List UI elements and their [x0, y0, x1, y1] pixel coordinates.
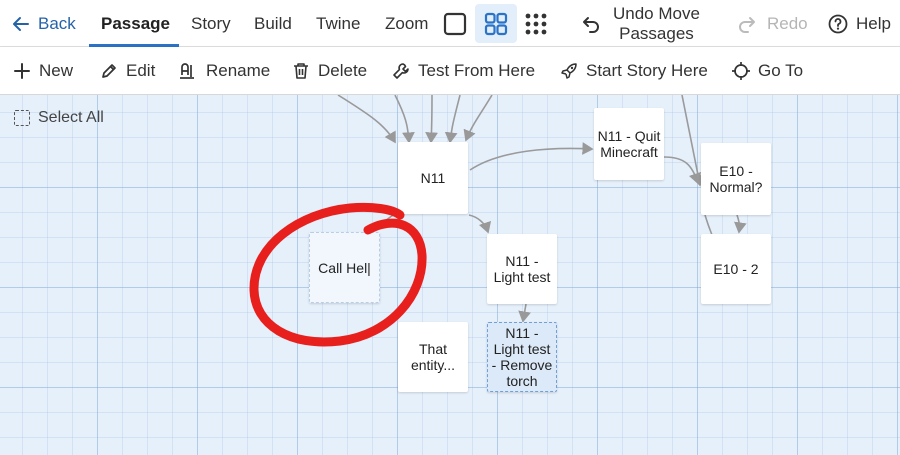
undo-label: Undo Move Passages — [613, 4, 700, 44]
zoom-medium-button[interactable] — [475, 4, 517, 43]
link-into-e10-normal — [681, 95, 705, 187]
start-story-here-label: Start Story Here — [586, 61, 708, 80]
undo-label-line1: Undo Move — [613, 3, 700, 23]
start-story-here-button[interactable]: Start Story Here — [560, 47, 708, 95]
link-into-n11-1 — [337, 95, 396, 144]
link-into-n11-3 — [425, 95, 438, 144]
redo-arrow-icon — [737, 14, 757, 34]
passage-title: Call Hel| — [318, 259, 371, 276]
passage-title: E10 - 2 — [713, 261, 759, 277]
select-all-label: Select All — [38, 109, 104, 126]
help-button[interactable]: Help — [828, 0, 891, 47]
redo-label: Redo — [767, 13, 808, 33]
passage-card-n11-light[interactable]: N11 - Light test — [487, 234, 557, 304]
tab-build-label: Build — [254, 13, 292, 33]
tab-passage-label: Passage — [101, 13, 170, 33]
go-to-label: Go To — [758, 61, 804, 80]
top-navigation-bar: Back Passage Story Build Twine Zoom Undo… — [0, 0, 900, 47]
new-passage-button[interactable]: New — [14, 47, 73, 95]
link-n11-to-quit — [469, 142, 594, 171]
crosshair-icon — [732, 62, 750, 80]
test-from-here-label: Test From Here — [418, 61, 536, 80]
passage-title: N11 - Quit Minecraft — [597, 128, 661, 160]
edit-label: Edit — [126, 61, 156, 80]
rocket-icon — [560, 62, 578, 80]
passage-title: N11 — [420, 170, 446, 186]
undo-button[interactable]: Undo Move Passages — [581, 0, 700, 47]
passage-card-e10-normal[interactable]: E10 - Normal? — [701, 143, 771, 215]
passage-card-call-hel[interactable]: Call Hel| — [309, 232, 380, 303]
arrow-left-icon — [12, 15, 30, 33]
redo-button[interactable]: Redo — [737, 0, 808, 47]
link-n11-to-light — [468, 214, 492, 234]
plus-icon — [14, 63, 30, 79]
story-map-canvas[interactable]: Select All N11 N11 - Quit Minecraft E10 … — [0, 95, 900, 455]
help-label: Help — [856, 13, 891, 33]
delete-button[interactable]: Delete — [292, 47, 367, 95]
rename-icon — [178, 62, 198, 80]
passage-card-n11-quit[interactable]: N11 - Quit Minecraft — [594, 108, 664, 180]
link-light-to-torch — [518, 303, 531, 323]
zoom-large-button[interactable] — [443, 0, 467, 47]
tab-passage[interactable]: Passage — [101, 0, 170, 47]
passage-toolbar: New Edit Rename Delete Test From Here St… — [0, 47, 900, 95]
back-button[interactable]: Back — [12, 0, 76, 47]
link-e10-line — [704, 214, 713, 236]
new-label: New — [39, 61, 74, 80]
undo-arrow-icon — [581, 14, 601, 34]
dashed-square-icon — [14, 110, 30, 126]
tab-twine[interactable]: Twine — [316, 0, 360, 47]
passage-card-e10-2[interactable]: E10 - 2 — [701, 234, 771, 304]
active-tab-indicator — [89, 44, 179, 47]
zoom-small-button[interactable] — [524, 0, 548, 47]
wrench-icon — [392, 62, 410, 80]
go-to-button[interactable]: Go To — [732, 47, 803, 95]
grid-nine-dots-icon — [524, 12, 548, 36]
back-label: Back — [38, 13, 76, 33]
passage-card-that-entity[interactable]: That entity... — [398, 322, 468, 392]
pencil-icon — [100, 62, 118, 80]
grid-four-icon — [484, 12, 508, 36]
square-icon — [443, 12, 467, 36]
link-e10-to-e10-2 — [734, 214, 747, 234]
zoom-label: Zoom — [385, 13, 429, 33]
passage-title: N11 - Light test — [493, 253, 551, 285]
trash-icon — [292, 62, 310, 80]
help-circle-icon — [828, 14, 848, 34]
passage-card-n11-light-torch[interactable]: N11 - Light test - Remove torch — [487, 322, 557, 392]
rename-button[interactable]: Rename — [178, 47, 270, 95]
select-all-button[interactable]: Select All — [14, 109, 104, 127]
link-into-n11-5 — [463, 95, 493, 142]
link-into-n11-2 — [394, 95, 415, 144]
tab-story-label: Story — [191, 13, 231, 33]
undo-label-line2: Passages — [619, 23, 694, 43]
passage-title: E10 - Normal? — [709, 163, 763, 195]
delete-label: Delete — [318, 61, 368, 80]
passage-title: N11 - Light test - Remove torch — [491, 325, 553, 389]
rename-label: Rename — [206, 61, 271, 80]
passage-title: That entity... — [410, 341, 456, 373]
test-from-here-button[interactable]: Test From Here — [392, 47, 535, 95]
edit-button[interactable]: Edit — [100, 47, 155, 95]
tab-build[interactable]: Build — [254, 0, 292, 47]
passage-card-n11[interactable]: N11 — [398, 142, 468, 214]
link-into-n11-4 — [444, 95, 461, 144]
tab-twine-label: Twine — [316, 13, 361, 33]
tab-story[interactable]: Story — [191, 0, 231, 47]
red-annotation-circle — [249, 202, 427, 347]
